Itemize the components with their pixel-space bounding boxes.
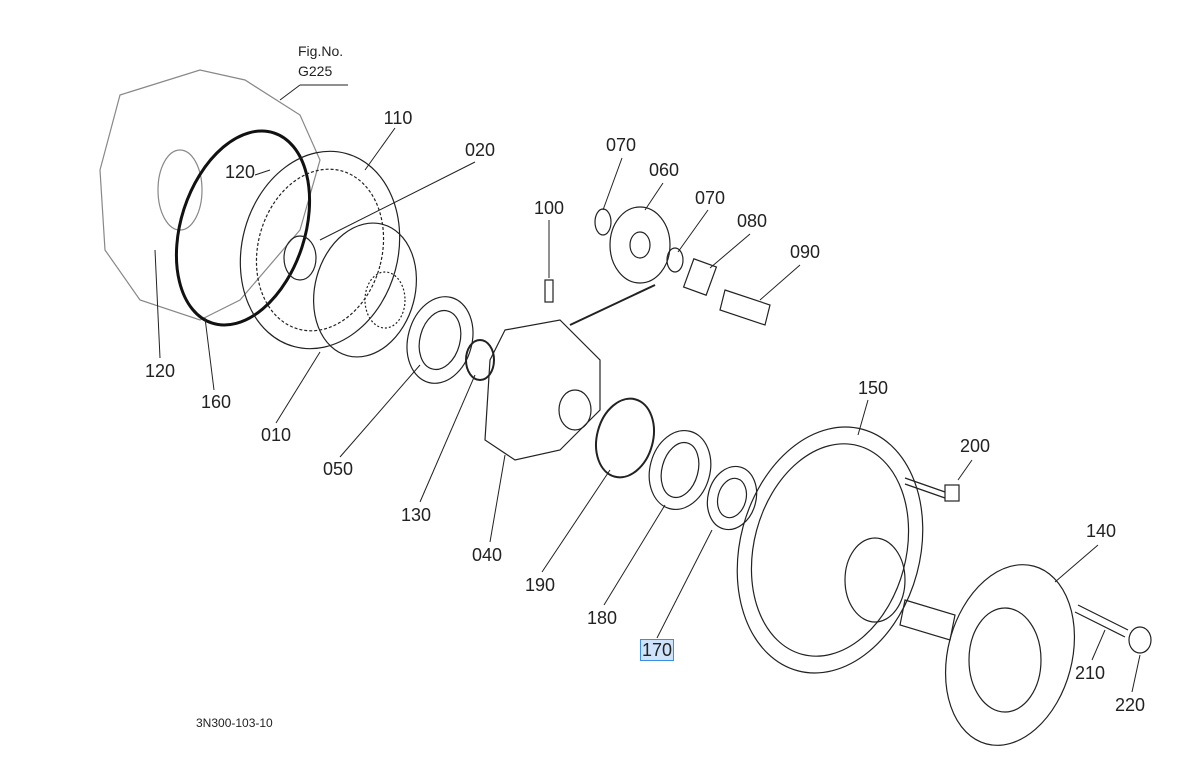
bearing-170 [706,465,758,531]
hub-010 [312,222,418,358]
bolt-200 [904,477,946,499]
part-label-100[interactable]: 100 [533,198,565,218]
gear-060 [609,206,671,284]
carrier-040 [484,319,601,461]
part-label-010[interactable]: 010 [260,425,292,445]
part-label-110[interactable]: 110 [383,108,413,128]
part-label-090[interactable]: 090 [789,242,821,262]
part-label-130[interactable]: 130 [400,505,432,525]
bearing-050 [406,296,474,384]
bolt-210 [1074,604,1129,638]
part-label-200[interactable]: 200 [959,436,991,456]
housing-part [99,69,321,321]
part-label-050[interactable]: 050 [322,459,354,479]
part-label-180[interactable]: 180 [586,608,618,628]
ring-190 [595,397,655,479]
part-label-170-selected[interactable]: 170 [639,639,675,661]
part-label-120[interactable]: 120 [224,162,256,182]
part-label-070[interactable]: 070 [694,188,726,208]
part-label-060[interactable]: 060 [648,160,680,180]
cover-150 [736,426,924,674]
drawing-code: 3N300-103-10 [196,716,273,730]
nut-220 [1128,626,1152,654]
needle-bearing-080 [682,258,718,296]
shaft-090 [719,289,771,326]
figure-number: G225 [298,63,333,79]
ring-gear-110 [239,150,401,350]
bearing-180 [648,429,712,511]
part-label-040[interactable]: 040 [471,545,503,565]
part-label-190[interactable]: 190 [524,575,556,595]
part-label-210[interactable]: 210 [1074,663,1106,683]
pin-100 [544,279,554,303]
part-label-140[interactable]: 140 [1085,521,1117,541]
part-label-080[interactable]: 080 [736,211,768,231]
figure-label: Fig.No. [298,43,344,59]
snap-ring-130 [465,339,495,381]
part-label-150[interactable]: 150 [857,378,889,398]
part-label-160[interactable]: 160 [200,392,232,412]
part-label-120[interactable]: 120 [144,361,176,381]
part-label-070[interactable]: 070 [605,135,637,155]
o-ring-160 [174,129,312,327]
flange-140 [944,564,1076,746]
part-label-220[interactable]: 220 [1114,695,1146,715]
part-label-020[interactable]: 020 [464,140,496,160]
